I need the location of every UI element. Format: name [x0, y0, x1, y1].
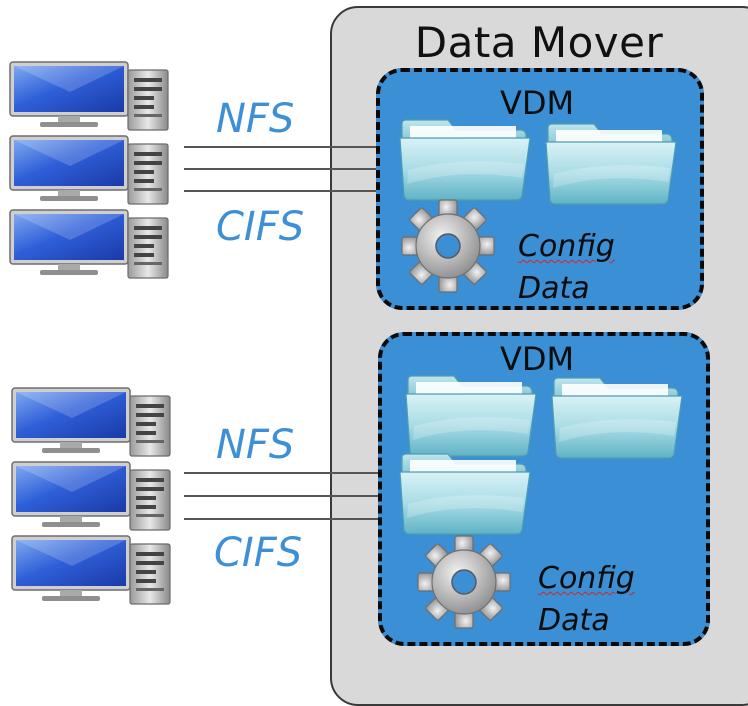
connection-lines-2 — [184, 472, 378, 520]
diagram: Data Mover — [9, 6, 748, 706]
vdm-label-1: VDM — [500, 84, 575, 122]
folder-icon — [551, 377, 683, 459]
data-word: Data — [518, 271, 590, 306]
protocol-cifs-1: CIFS — [216, 204, 305, 250]
computer-icon — [11, 461, 171, 531]
gear-icon — [417, 535, 511, 629]
connection-lines-1 — [184, 146, 376, 192]
protocol-nfs-1: NFS — [216, 96, 295, 142]
config-data-label-1: Config Data — [518, 226, 615, 310]
folder-icon — [399, 119, 531, 201]
config-word: Config — [518, 229, 615, 264]
computer-icon — [9, 61, 169, 131]
gear-icon — [401, 199, 495, 293]
computer-icon — [11, 387, 171, 457]
folder-icon — [545, 123, 677, 205]
protocol-nfs-2: NFS — [216, 422, 295, 468]
vdm-label-2: VDM — [500, 340, 575, 378]
folder-icon — [399, 453, 531, 535]
diagram-graphics — [9, 61, 683, 629]
folder-icon — [405, 375, 537, 457]
protocol-cifs-2: CIFS — [214, 530, 303, 576]
data-mover-title: Data Mover — [414, 18, 664, 67]
data-word: Data — [538, 603, 610, 638]
computer-icon — [11, 535, 171, 605]
computer-icon — [9, 135, 169, 205]
config-data-label-2: Config Data — [538, 558, 635, 642]
computer-icon — [9, 209, 169, 279]
config-word: Config — [538, 561, 635, 596]
